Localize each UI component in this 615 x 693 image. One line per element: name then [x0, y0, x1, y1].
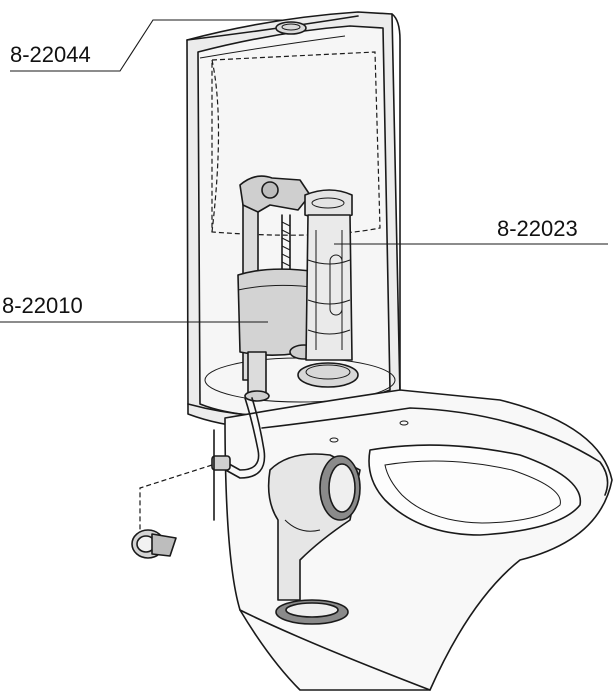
flush-button: [275, 21, 307, 35]
valve-knob-icon: [131, 529, 177, 559]
part-label-8-22023: 8-22023: [497, 216, 578, 241]
flush-valve: [297, 189, 359, 388]
waste-connector: [267, 453, 361, 625]
supply-hose: [139, 397, 266, 530]
part-label-8-22044: 8-22044: [10, 42, 91, 67]
part-label-8-22010: 8-22010: [2, 293, 83, 318]
cistern-panel: [186, 11, 401, 429]
leader-line-8-22044: [10, 19, 282, 72]
